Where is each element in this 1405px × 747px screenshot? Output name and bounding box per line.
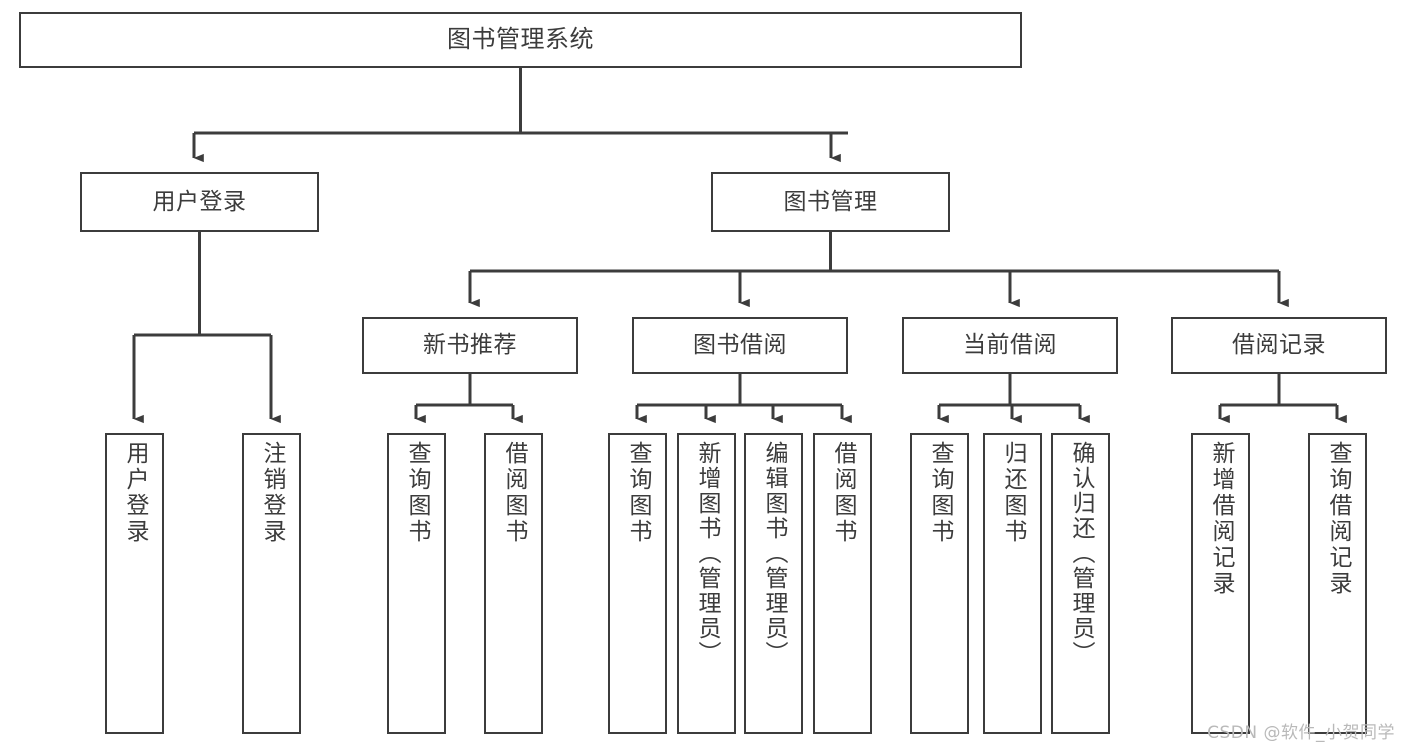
node-leaf-borrow-book-2-label: 借阅图书 (830, 441, 856, 545)
node-leaf-confirm-return[interactable]: 确认归还（管理员） (1051, 433, 1110, 734)
node-leaf-logout[interactable]: 注销登录 (242, 433, 301, 734)
node-leaf-edit-book[interactable]: 编辑图书（管理员） (744, 433, 803, 734)
node-leaf-query-record-label: 查询借阅记录 (1325, 441, 1351, 597)
node-leaf-borrow-book-1[interactable]: 借阅图书 (484, 433, 543, 734)
node-leaf-edit-book-label: 编辑图书（管理员） (761, 441, 787, 666)
node-leaf-add-book[interactable]: 新增图书（管理员） (677, 433, 736, 734)
node-book-borrow[interactable]: 图书借阅 (632, 317, 848, 374)
node-root[interactable]: 图书管理系统 (19, 12, 1022, 68)
node-leaf-borrow-book-2[interactable]: 借阅图书 (813, 433, 872, 734)
node-leaf-query-book-3-label: 查询图书 (927, 441, 953, 545)
node-user-login-label: 用户登录 (152, 188, 247, 215)
node-new-book-rec-label: 新书推荐 (423, 332, 517, 359)
node-leaf-return-book-label: 归还图书 (1000, 441, 1026, 545)
node-leaf-query-record[interactable]: 查询借阅记录 (1308, 433, 1367, 734)
csdn-watermark: CSDN @软件_小贺同学 (1207, 723, 1395, 743)
node-leaf-borrow-book-1-label: 借阅图书 (501, 441, 527, 545)
node-leaf-query-book-2[interactable]: 查询图书 (608, 433, 667, 734)
node-leaf-query-book-3[interactable]: 查询图书 (910, 433, 969, 734)
node-leaf-user-login[interactable]: 用户登录 (105, 433, 164, 734)
node-leaf-add-record-label: 新增借阅记录 (1208, 441, 1234, 597)
node-leaf-query-book-1-label: 查询图书 (404, 441, 430, 545)
node-leaf-confirm-return-label: 确认归还（管理员） (1068, 441, 1094, 666)
node-leaf-return-book[interactable]: 归还图书 (983, 433, 1042, 734)
node-book-manage[interactable]: 图书管理 (711, 172, 950, 232)
node-leaf-query-book-2-label: 查询图书 (625, 441, 651, 545)
node-book-borrow-label: 图书借阅 (693, 332, 787, 359)
node-user-login[interactable]: 用户登录 (80, 172, 319, 232)
node-borrow-record[interactable]: 借阅记录 (1171, 317, 1387, 374)
node-leaf-logout-label: 注销登录 (259, 441, 285, 545)
node-root-label: 图书管理系统 (447, 25, 594, 54)
node-current-borrow-label: 当前借阅 (963, 332, 1057, 359)
node-leaf-user-login-label: 用户登录 (122, 441, 148, 545)
node-leaf-add-book-label: 新增图书（管理员） (694, 441, 720, 666)
node-current-borrow[interactable]: 当前借阅 (902, 317, 1118, 374)
node-leaf-query-book-1[interactable]: 查询图书 (387, 433, 446, 734)
node-borrow-record-label: 借阅记录 (1232, 332, 1326, 359)
node-book-manage-label: 图书管理 (783, 188, 878, 215)
node-new-book-rec[interactable]: 新书推荐 (362, 317, 578, 374)
node-leaf-add-record[interactable]: 新增借阅记录 (1191, 433, 1250, 734)
